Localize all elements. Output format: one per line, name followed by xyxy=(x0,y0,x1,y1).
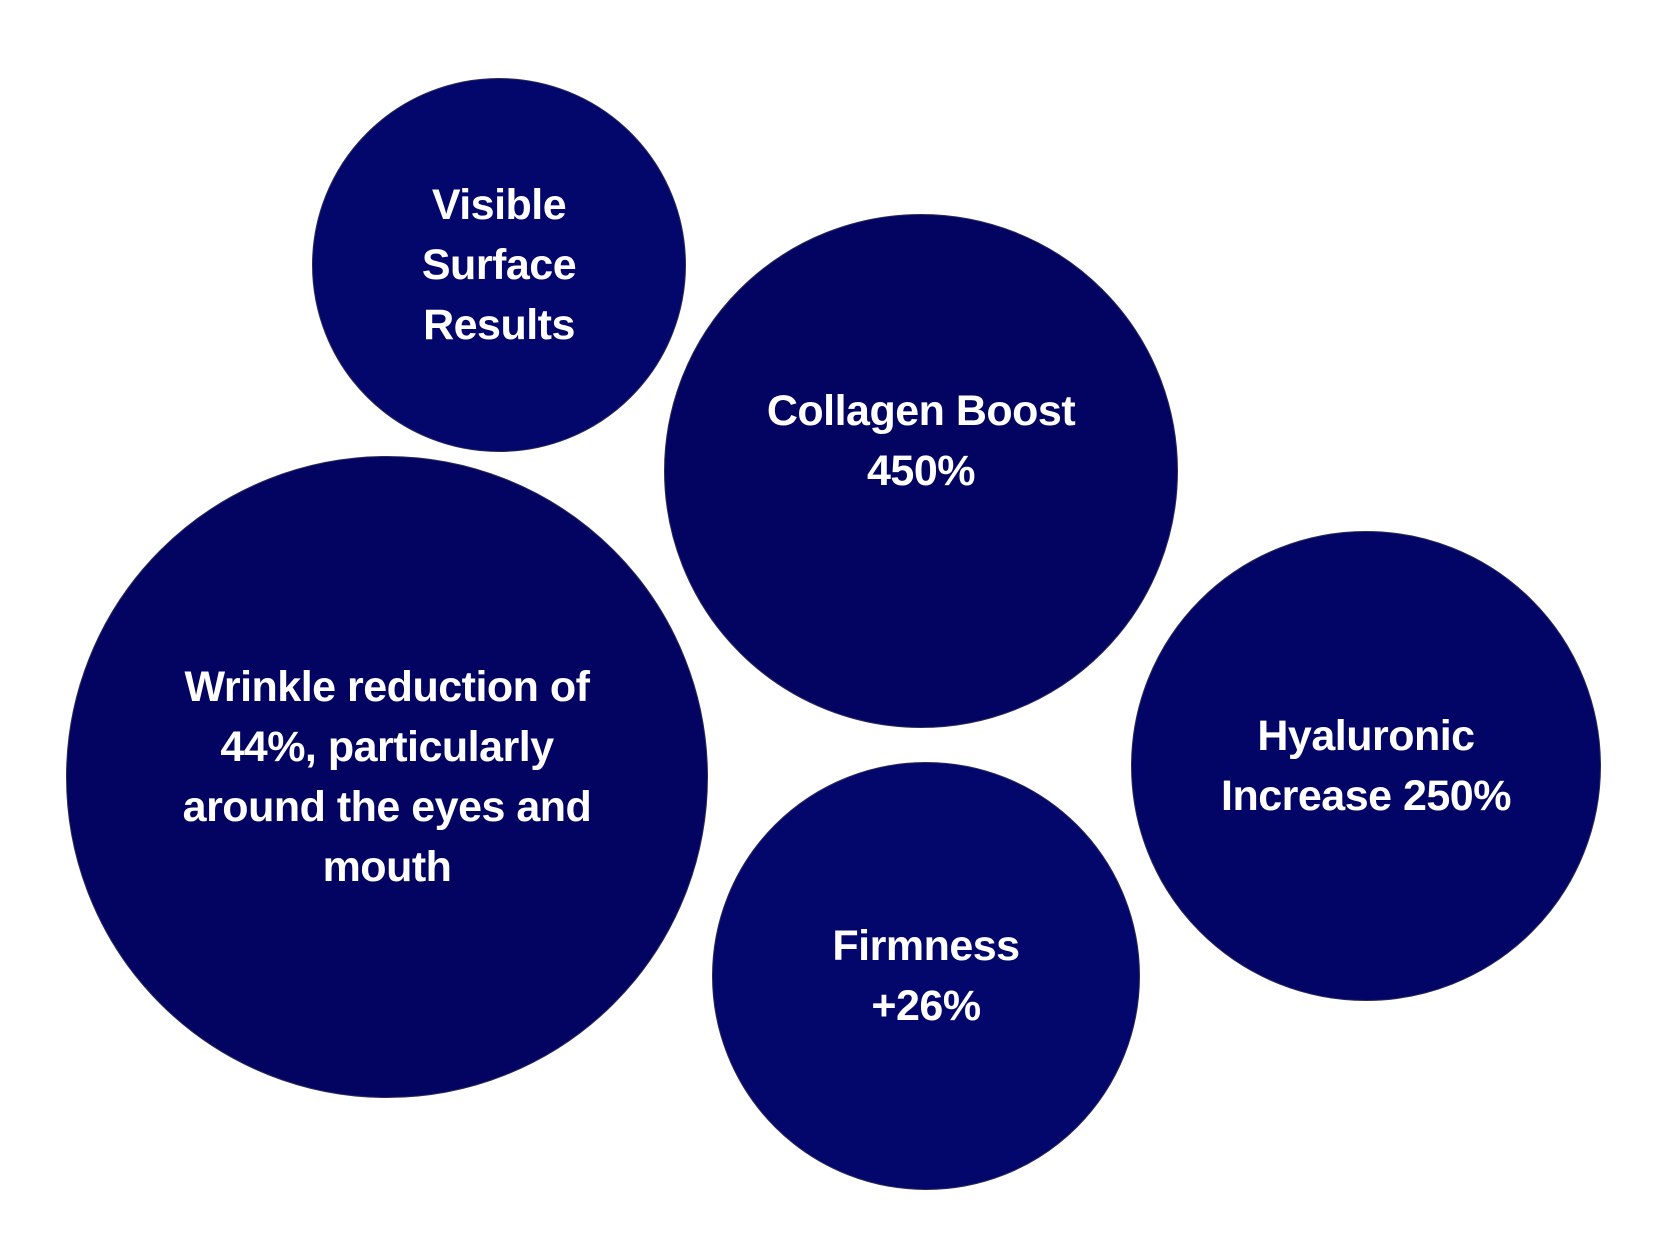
bubble-label: Wrinkle reduction of 44%, particularly a… xyxy=(182,663,592,891)
bubble-visible-surface-results: Visible Surface Results xyxy=(312,78,686,452)
bubble-hyaluronic-increase: Hyaluronic Increase 250% xyxy=(1131,531,1601,1001)
bubble-collagen-boost: Collagen Boost 450% xyxy=(664,214,1178,728)
bubble-label: Hyaluronic Increase 250% xyxy=(1221,712,1511,820)
bubble-label: Visible Surface Results xyxy=(421,181,577,349)
bubble-wrinkle-reduction: Wrinkle reduction of 44%, particularly a… xyxy=(66,456,708,1098)
bubble-label: Collagen Boost 450% xyxy=(766,387,1076,495)
bubble-firmness: Firmness +26% xyxy=(712,762,1140,1190)
bubble-label: Firmness +26% xyxy=(832,922,1020,1030)
